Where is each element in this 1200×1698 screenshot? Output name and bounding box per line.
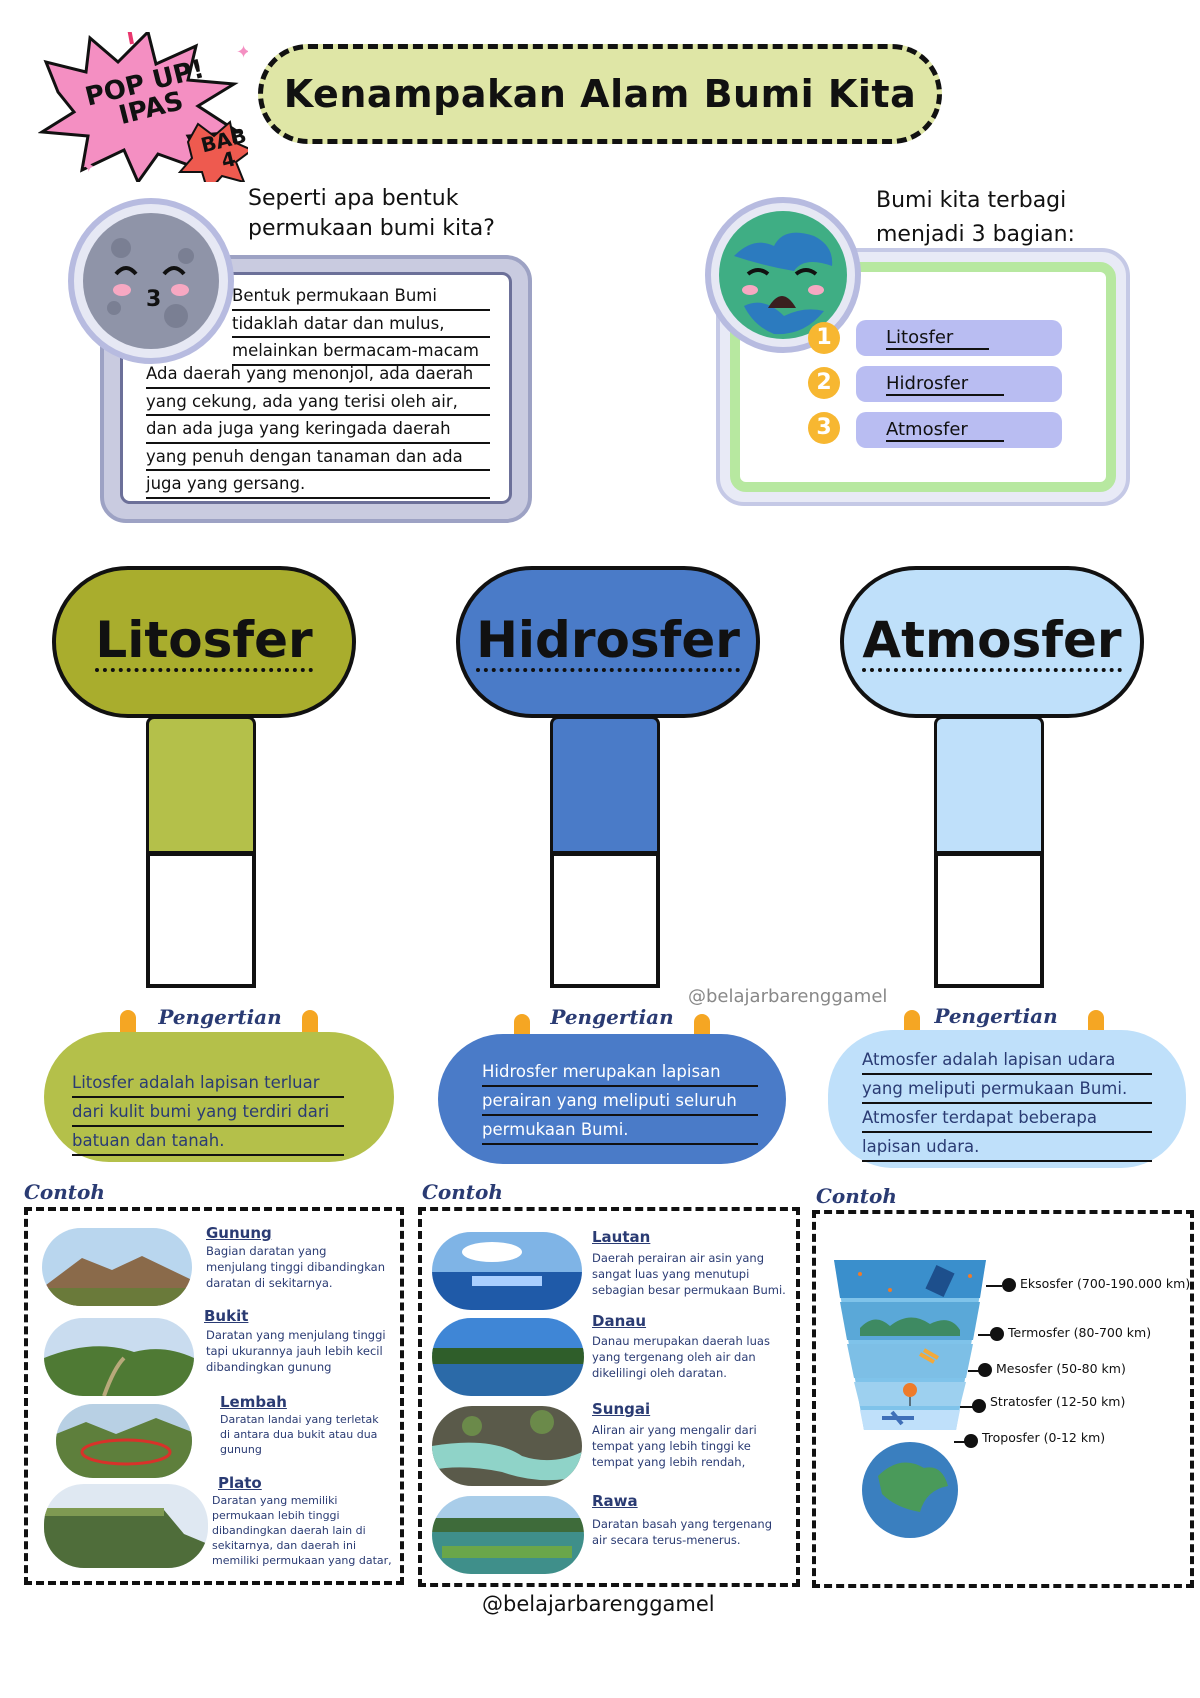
footer-credit: @belajarbarenggamel <box>482 1592 715 1616</box>
layer-pointer-line <box>954 1441 966 1443</box>
layer-pointer-line <box>978 1334 992 1336</box>
layers-heading: Bumi kita terbagi menjadi 3 bagian: <box>876 188 1075 247</box>
atmosphere-layer-label: Termosfer (80-700 km) <box>1008 1325 1152 1340</box>
svg-text:✦: ✦ <box>82 157 95 176</box>
intro-paragraph-bottom: Ada daerah yang menonjol, ada daerah yan… <box>146 361 490 499</box>
layer-number-3: 3 <box>808 412 840 444</box>
litosfer-definition-text: Litosfer adalah lapisan terluar dari kul… <box>72 1069 344 1156</box>
hidrosfer-empty-box <box>550 852 660 988</box>
hidrosfer-contoh-heading: Contoh <box>422 1180 503 1204</box>
atmosfer-empty-box <box>934 852 1044 988</box>
layer-pointer-line <box>968 1370 980 1372</box>
river-photo <box>432 1406 582 1486</box>
lake-photo <box>432 1318 584 1396</box>
page-title: Kenampakan Alam Bumi Kita <box>258 44 942 144</box>
layer-number-2: 2 <box>808 367 840 399</box>
mountain-photo <box>42 1228 192 1306</box>
layer-pointer-dot <box>990 1327 1004 1341</box>
atmosphere-layer-label: Mesosfer (50-80 km) <box>996 1361 1126 1376</box>
moon-face-icon: 3 <box>68 198 234 364</box>
layer-pointer-dot <box>972 1399 986 1413</box>
atmosphere-layers-diagram <box>834 1260 986 1538</box>
atmosphere-layer-label: Troposfer (0-12 km) <box>982 1430 1106 1445</box>
example-title: Danau <box>592 1312 647 1330</box>
atmosfer-contoh-heading: Contoh <box>816 1184 897 1208</box>
intro-paragraph-top: Bentuk permukaan Bumi tidaklah datar dan… <box>232 283 490 366</box>
ocean-photo <box>432 1232 582 1310</box>
example-title: Rawa <box>592 1492 638 1510</box>
atmosfer-definition-text: Atmosfer adalah lapisan udara yang melip… <box>862 1046 1152 1162</box>
layer-pointer-line <box>986 1285 1002 1287</box>
svg-text:3: 3 <box>146 287 161 312</box>
atmosfer-definition-pill <box>828 1030 1186 1168</box>
layer-pointer-dot <box>964 1434 978 1448</box>
layer-pointer-dot <box>1002 1278 1016 1292</box>
layer-item-litosfer: Litosfer <box>856 320 1062 356</box>
example-title: Bukit <box>204 1307 249 1325</box>
hidrosfer-definition-text: Hidrosfer merupakan lapisan perairan yan… <box>482 1058 758 1145</box>
atmosphere-layer-label: Eksosfer (700-190.000 km) <box>1020 1276 1191 1291</box>
hidrosfer-title-pill: Hidrosfer <box>456 566 760 718</box>
intro-question: Seperti apa bentuk permukaan bumi kita? <box>248 186 495 241</box>
layer-pointer-line <box>960 1406 974 1408</box>
litosfer-stem <box>146 716 256 854</box>
earth-face-icon <box>705 197 861 353</box>
atmosphere-layer-label: Stratosfer (12-50 km) <box>990 1394 1126 1409</box>
plateau-photo <box>44 1484 208 1568</box>
atmosfer-definition-heading: Pengertian <box>934 1004 1058 1028</box>
layer-pointer-dot <box>978 1363 992 1377</box>
layer-item-atmosfer: Atmosfer <box>856 412 1062 448</box>
hidrosfer-definition-heading: Pengertian <box>550 1005 674 1029</box>
litosfer-empty-box <box>146 852 256 988</box>
svg-text:✦: ✦ <box>236 42 248 63</box>
litosfer-title-pill: Litosfer <box>52 566 356 718</box>
example-title: Gunung <box>206 1224 272 1242</box>
litosfer-definition-heading: Pengertian <box>158 1005 282 1029</box>
hidrosfer-definition-pill <box>438 1034 786 1164</box>
watermark-text: @belajarbarenggamel <box>688 986 888 1007</box>
example-title: Lembah <box>220 1393 287 1411</box>
layer-number-1: 1 <box>808 322 840 354</box>
example-title: Lautan <box>592 1228 651 1246</box>
hill-photo <box>44 1318 194 1396</box>
valley-photo <box>56 1404 192 1478</box>
layer-item-hidrosfer: Hidrosfer <box>856 366 1062 402</box>
example-title: Plato <box>218 1474 262 1492</box>
pop-up-burst-icon: ✦ ✦ <box>38 32 248 182</box>
atmosfer-title-pill: Atmosfer <box>840 566 1144 718</box>
litosfer-contoh-heading: Contoh <box>24 1180 105 1204</box>
atmosfer-stem <box>934 716 1044 854</box>
hidrosfer-stem <box>550 716 660 854</box>
example-title: Sungai <box>592 1400 651 1418</box>
swamp-photo <box>432 1496 584 1574</box>
